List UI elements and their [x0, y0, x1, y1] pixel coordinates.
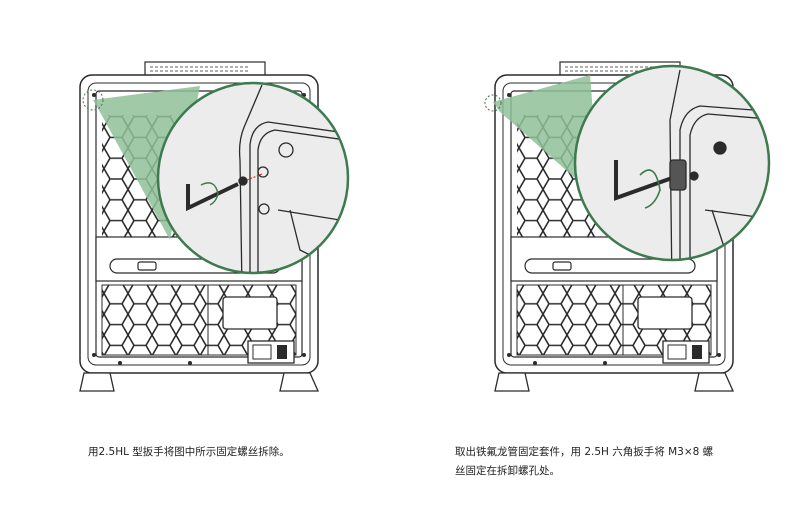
step2-caption-line1: 取出铁氟龙管固定套件，用 2.5H 六角扳手将 M3×8 螺: [455, 446, 714, 458]
callout-origin-marker: [484, 94, 502, 112]
step2-caption: 取出铁氟龙管固定套件，用 2.5H 六角扳手将 M3×8 螺 丝固定在拆卸螺孔处…: [455, 443, 760, 481]
detail-magnifier: [573, 64, 771, 262]
hex-key-icon: [614, 160, 673, 201]
screw-hole-icon: [257, 166, 269, 178]
callout-origin-marker: [82, 89, 104, 111]
hex-key-icon: [186, 182, 239, 212]
ptfe-tube-clip-icon: [669, 159, 687, 191]
rotate-arrow-icon: [639, 169, 661, 209]
callout-wedge: [493, 75, 600, 200]
step2-caption-line2: 丝固定在拆卸螺孔处。: [455, 465, 560, 477]
step1-caption: 用2.5HL 型扳手将图中所示固定螺丝拆除。: [88, 446, 290, 458]
rotate-arrow-icon: [200, 182, 219, 206]
